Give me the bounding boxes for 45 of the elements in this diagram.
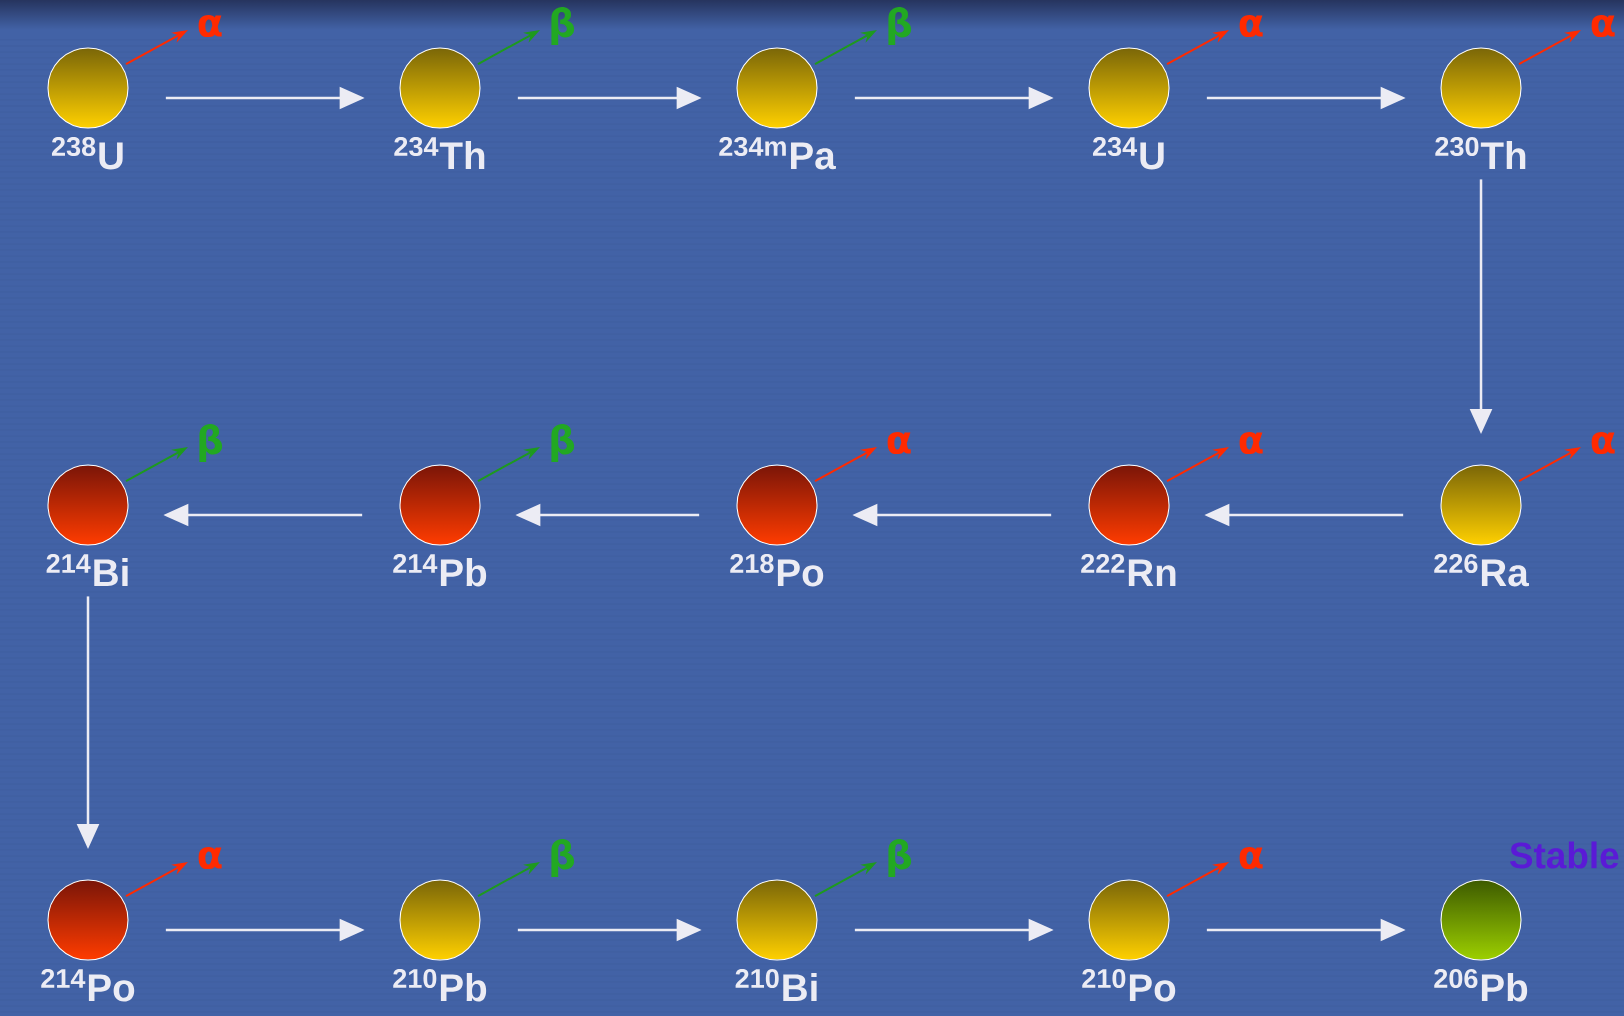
particle-symbol: β [199,424,223,462]
nuclide: $^{210}$Po [1082,879,1176,1002]
node-label: $^{222}$Rn [1081,553,1176,587]
particle-symbol: β [551,7,575,45]
nuclide: $^{214}$Bi [46,464,129,587]
nuclide: $^{218}$Po [730,464,824,587]
node-label: $^{210}$Pb [393,968,487,1002]
nuclide: $^{226}$Ra [1434,464,1529,587]
nuclide: $^{234m}$Pa [719,47,836,170]
nuclide: $^{214}$Pb [393,464,487,587]
particle-symbol: β [551,839,575,877]
nuclide: $^{214}$Po [41,879,135,1002]
particle-symbol: α [1591,432,1615,455]
particle-symbol: α [1239,432,1263,455]
stable-label: Stable [1510,841,1619,869]
particle-symbol: β [888,7,912,45]
nuclide: $^{210}$Bi [735,879,818,1002]
nuclide: $^{230}$Th [1435,47,1526,170]
node-label: $^{214}$Bi [46,553,128,587]
node-label: $^{214}$Pb [393,553,487,587]
particle-symbol: α [887,432,911,455]
node-label: $^{206}$Pb [1434,968,1528,1002]
node-label: $^{226}$Ra [1434,553,1529,587]
nuclide: $^{234}$Th [394,47,485,170]
nuclide: $^{210}$Pb [393,879,487,1002]
node-label: $^{214}$Po [41,968,135,1002]
particle-symbol: α [1591,14,1615,38]
particle-symbol: α [198,847,222,870]
node-label: $^{234}$Th [394,136,485,170]
particle-symbol: β [551,424,575,462]
node-label: $^{210}$Po [1082,968,1176,1002]
node-label: $^{234m}$Pa [719,136,836,170]
particle-symbol: α [1239,847,1263,870]
particle-symbol: α [1239,14,1263,38]
nuclide: $^{206}$Pb [1434,879,1528,1002]
node-label: $^{234}$U [1092,136,1164,170]
particle-symbol: β [888,839,912,877]
nuclide: $^{234}$U [1088,47,1170,170]
node-label: $^{210}$Bi [735,968,817,1002]
node-label: $^{218}$Po [730,553,824,587]
nuclide: $^{238}$U [47,47,129,170]
node-label: $^{238}$U [51,136,123,170]
node-label: $^{230}$Th [1435,136,1526,170]
particle-symbol: α [198,14,222,38]
nuclide: $^{222}$Rn [1081,464,1176,587]
